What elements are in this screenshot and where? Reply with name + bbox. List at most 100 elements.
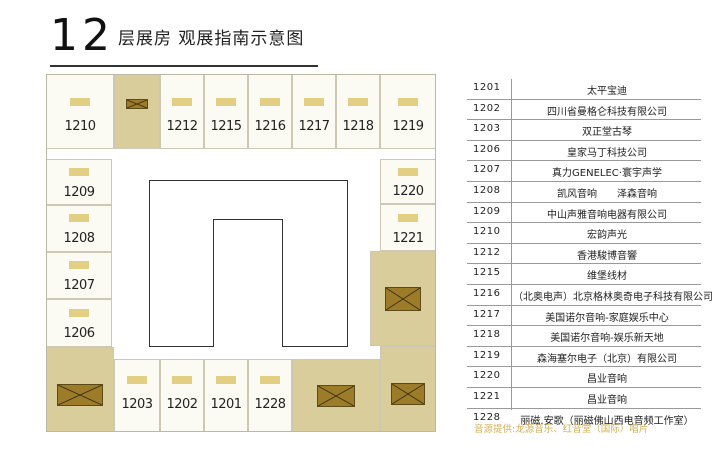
room-1206[interactable]: 1206 xyxy=(46,299,112,347)
list-item: 1209 中山声雅音响电器有限公司 xyxy=(467,203,701,224)
exhibitor-name: 丽磁.安歌（丽磁佛山西电音频工作室） xyxy=(520,415,694,427)
room-number: 1212 xyxy=(473,246,501,258)
room-number: 1218 xyxy=(342,119,374,134)
room-number: 1221 xyxy=(392,231,424,246)
room-storage-bottom-mid xyxy=(292,359,380,432)
room-marker xyxy=(260,376,280,384)
room-number: 1216 xyxy=(254,119,286,134)
room-marker xyxy=(172,376,192,384)
room-storage-top xyxy=(114,74,160,149)
list-item: 1201 太平宝迪 xyxy=(467,79,701,100)
room-1215[interactable]: 1215 xyxy=(204,74,248,149)
room-marker xyxy=(398,214,418,222)
list-item: 1208 凯风音响 泽森音响 xyxy=(467,182,701,203)
room-number: 1212 xyxy=(166,119,198,134)
room-number: 1220 xyxy=(473,370,501,382)
exhibitor-name: 皇家马丁科技公司 xyxy=(567,147,647,159)
exhibitor-name: 森海塞尔电子（北京）有限公司 xyxy=(537,353,677,365)
exhibitor-name: 香港駿博音響 xyxy=(577,250,637,262)
room-number: 1208 xyxy=(63,231,95,246)
room-marker xyxy=(69,214,89,222)
crossed-box-icon xyxy=(317,384,355,407)
room-marker xyxy=(348,98,368,106)
exhibitor-name: 美国诺尔音响-娱乐新天地 xyxy=(550,333,664,345)
room-number: 1217 xyxy=(473,308,501,320)
room-number: 1208 xyxy=(473,184,501,196)
room-number: 1216 xyxy=(473,287,501,299)
room-number: 1203 xyxy=(121,397,153,412)
room-1202[interactable]: 1202 xyxy=(160,359,204,432)
atrium-notch-outline xyxy=(213,219,283,347)
room-marker xyxy=(127,376,147,384)
room-number: 1228 xyxy=(254,397,286,412)
room-number: 1202 xyxy=(473,102,501,114)
room-1203[interactable]: 1203 xyxy=(114,359,160,432)
room-number: 1203 xyxy=(473,123,501,135)
room-number: 1215 xyxy=(473,267,501,279)
room-1209[interactable]: 1209 xyxy=(46,159,112,205)
list-item: 1218 美国诺尔音响-娱乐新天地 xyxy=(467,326,701,347)
exhibitor-name: 太平宝迪 xyxy=(587,86,627,97)
room-storage-right xyxy=(370,251,436,346)
room-1228[interactable]: 1228 xyxy=(248,359,292,432)
crossed-box-icon xyxy=(126,99,148,109)
room-marker xyxy=(216,376,236,384)
room-marker xyxy=(260,98,280,106)
list-item: 1216 （北奥电声）北京格林奥奇电子科技有限公司 xyxy=(467,285,713,306)
room-number: 1221 xyxy=(473,390,501,402)
list-item: 1206 皇家马丁科技公司 xyxy=(467,141,701,162)
room-number: 1217 xyxy=(298,119,330,134)
room-number: 1207 xyxy=(63,278,95,293)
room-1210[interactable]: 1210 xyxy=(46,74,114,149)
room-number: 1201 xyxy=(210,397,242,412)
room-marker xyxy=(69,309,89,317)
room-number: 1209 xyxy=(63,185,95,200)
exhibitor-name: （北奥电声）北京格林奥奇电子科技有限公司 xyxy=(513,291,713,303)
room-storage-bottom-left xyxy=(46,347,114,432)
floor-plan: 1210 1212 1215 1216 1217 1218 1219 1209 … xyxy=(46,74,436,432)
title-number: 12 xyxy=(50,10,114,61)
room-number: 1202 xyxy=(166,397,198,412)
crossed-box-icon xyxy=(57,383,103,406)
room-number: 1220 xyxy=(392,184,424,199)
exhibitor-name: 真力GENELEC·寰宇声学 xyxy=(552,168,662,180)
room-marker xyxy=(304,98,324,106)
room-number: 1218 xyxy=(473,329,501,341)
title-text: 层展房 观展指南示意图 xyxy=(118,29,305,49)
exhibitor-name: 凯风音响 泽森音响 xyxy=(557,188,657,200)
room-number: 1206 xyxy=(473,143,501,155)
room-marker xyxy=(398,98,418,106)
room-number: 1219 xyxy=(473,349,501,361)
room-number: 1210 xyxy=(473,226,501,238)
list-item: 1202 四川省曼格仑科技有限公司 xyxy=(467,100,701,121)
exhibitor-name: 四川省曼格仑科技有限公司 xyxy=(547,106,667,118)
room-1220[interactable]: 1220 xyxy=(380,159,436,204)
room-1201[interactable]: 1201 xyxy=(204,359,248,432)
room-marker xyxy=(398,168,418,176)
list-divider xyxy=(511,79,512,410)
crossed-box-icon xyxy=(391,383,425,405)
room-marker xyxy=(69,168,89,176)
room-1217[interactable]: 1217 xyxy=(292,74,336,149)
crossed-box-icon xyxy=(385,286,421,311)
room-number: 1201 xyxy=(473,82,501,93)
room-1218[interactable]: 1218 xyxy=(336,74,380,149)
room-marker xyxy=(70,98,90,106)
room-marker xyxy=(216,98,236,106)
room-number: 1215 xyxy=(210,119,242,134)
room-number: 1209 xyxy=(473,205,501,217)
room-marker xyxy=(172,98,192,106)
exhibitor-name: 中山声雅音响电器有限公司 xyxy=(547,209,667,221)
room-1207[interactable]: 1207 xyxy=(46,252,112,299)
room-number: 1206 xyxy=(63,326,95,341)
plan-border xyxy=(46,74,436,432)
room-1208[interactable]: 1208 xyxy=(46,205,112,252)
